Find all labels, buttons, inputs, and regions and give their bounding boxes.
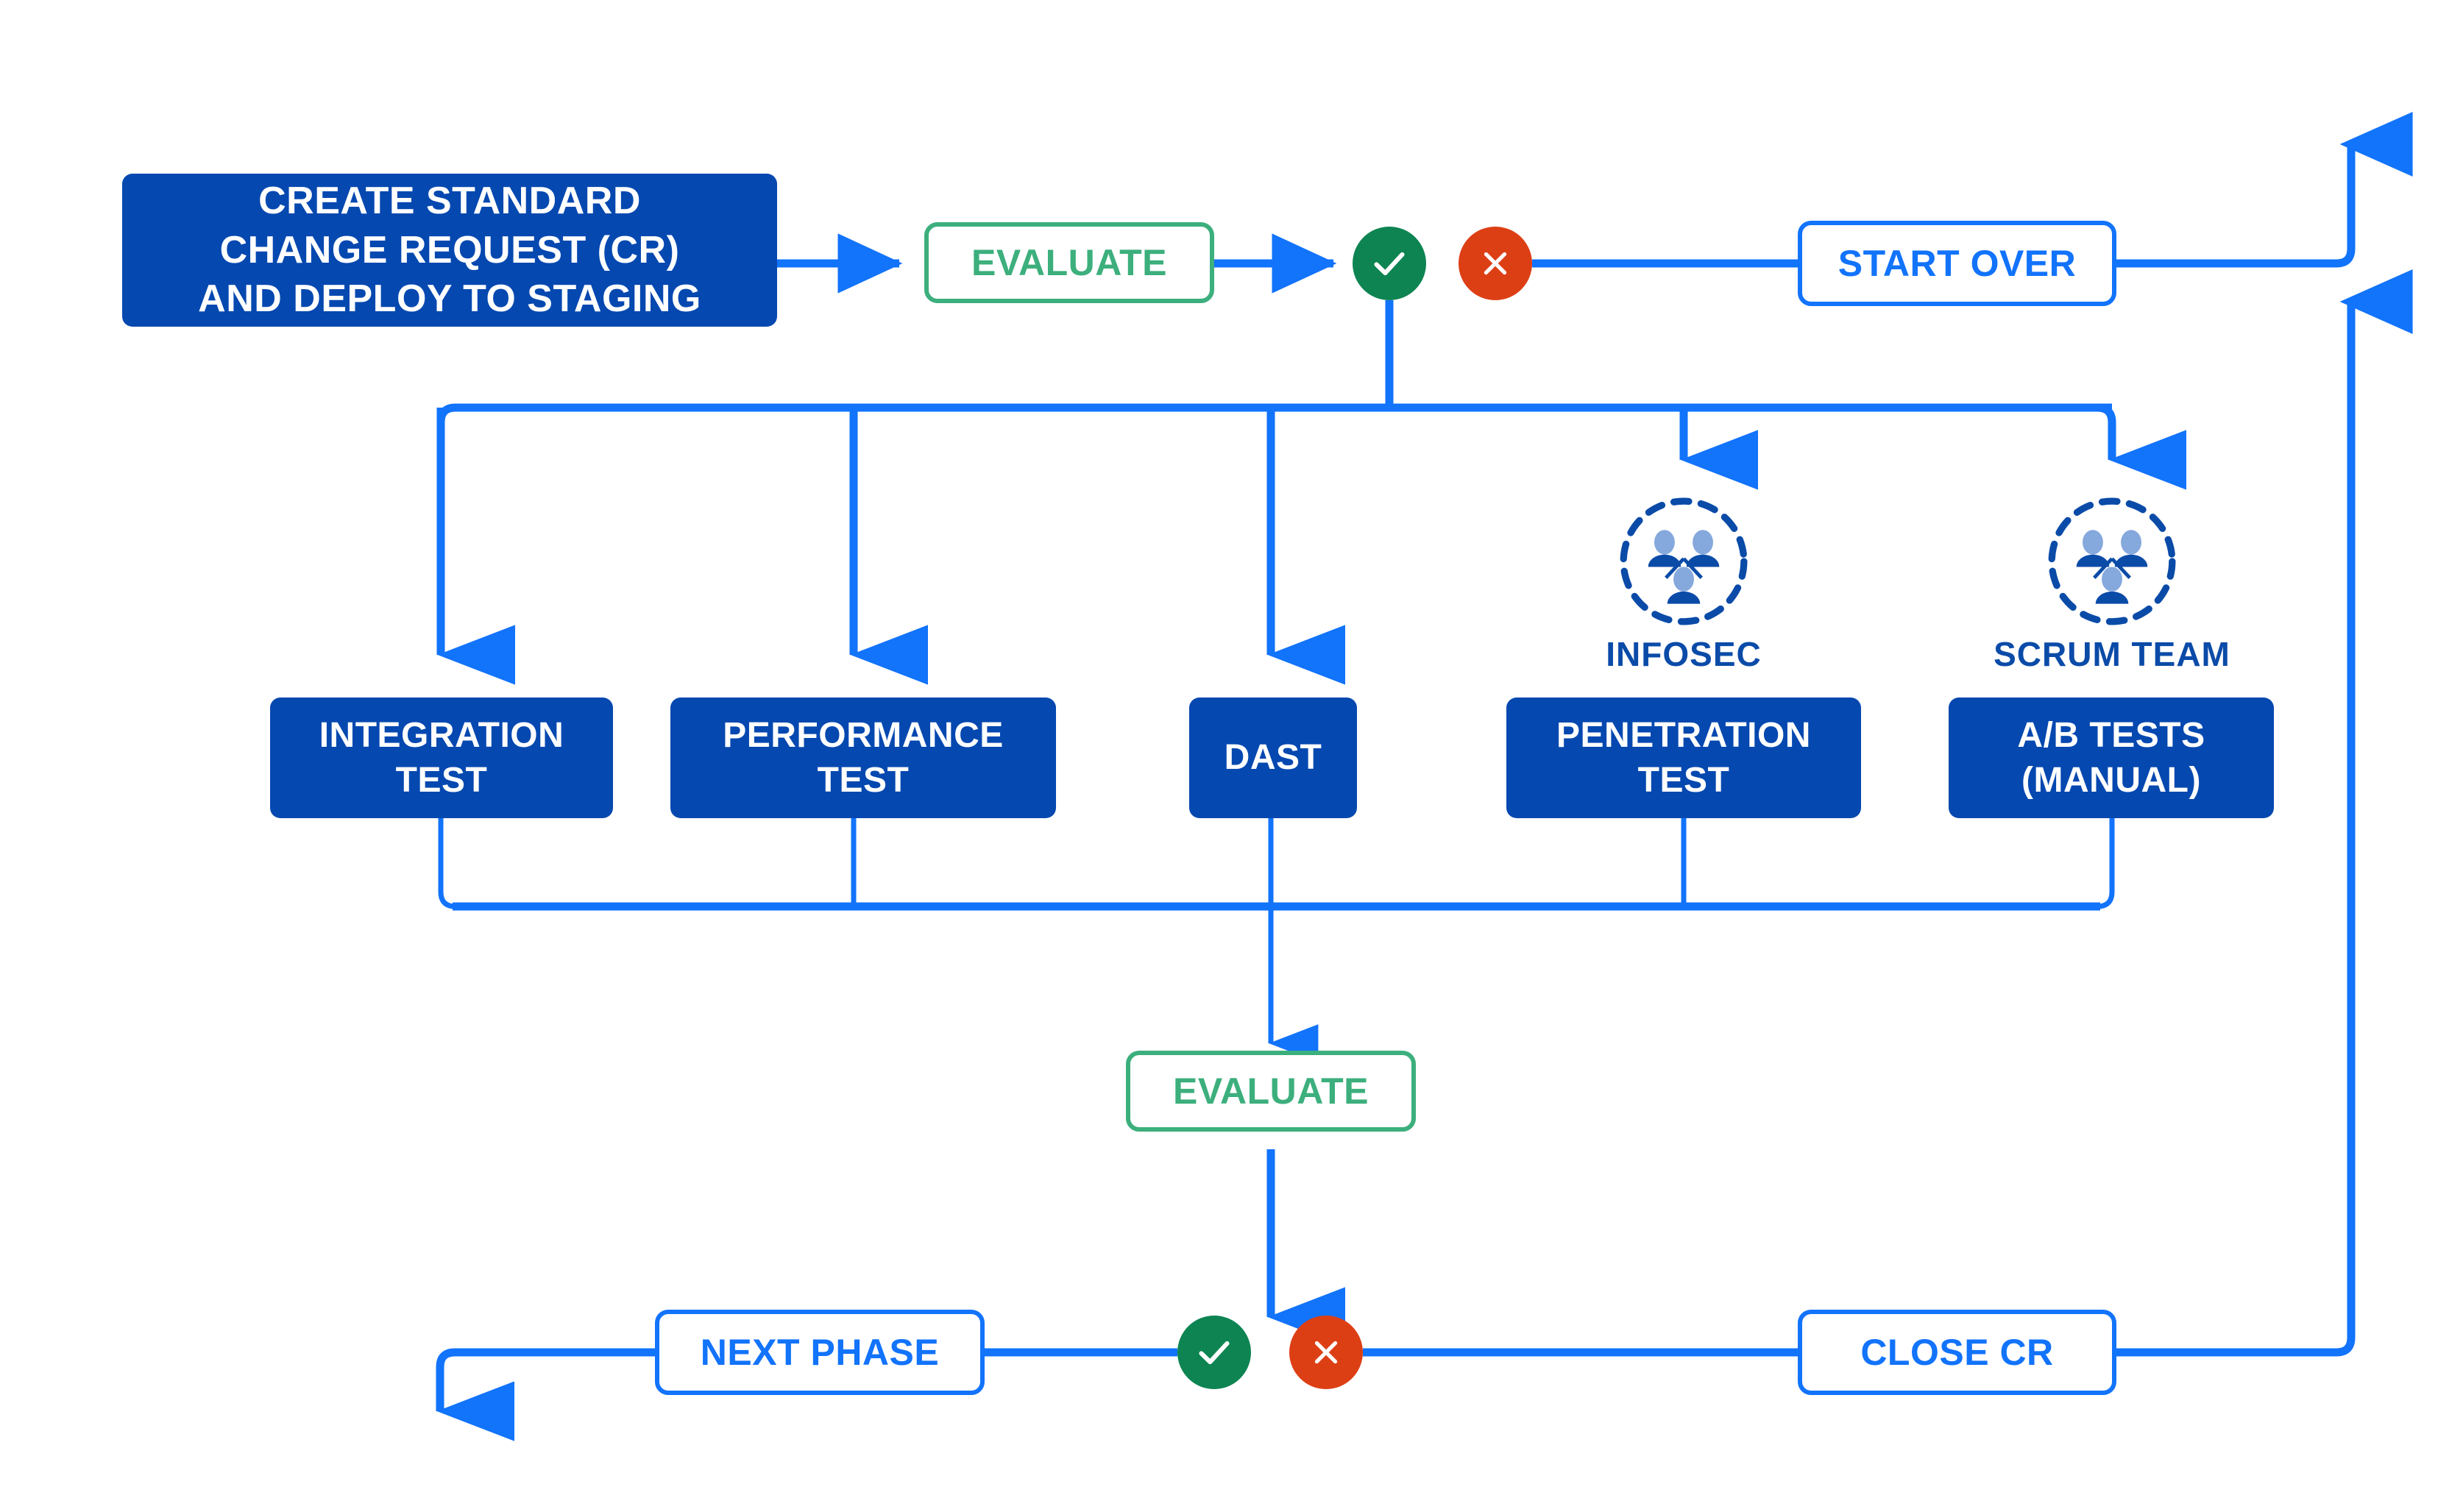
node-integration-test-label: INTEGRATION TEST [319, 715, 564, 800]
node-close-cr[interactable]: CLOSE CR [1798, 1310, 2116, 1395]
team-group-icon-infosec [1615, 493, 1752, 633]
node-penetration-test-label: PENETRATION TEST [1556, 715, 1811, 800]
connector-startover-loop-up [2116, 112, 2413, 268]
connector-abtests-down [2097, 818, 2115, 909]
group-label-infosec: INFOSEC [1606, 635, 1762, 673]
node-penetration-test[interactable]: PENETRATION TEST [1506, 698, 1861, 818]
node-close-cr-label: CLOSE CR [1860, 1332, 2054, 1373]
status-badge-pass-tests[interactable] [1177, 1316, 1251, 1389]
node-dast-label: DAST [1224, 738, 1322, 778]
connector-bus-to-scrumteam [2097, 403, 2187, 490]
node-performance-test[interactable]: PERFORMANCE TEST [670, 698, 1056, 818]
cross-icon [1314, 1341, 1338, 1364]
status-badge-pass-staging[interactable] [1353, 227, 1426, 300]
node-start-over[interactable]: START OVER [1798, 221, 2116, 306]
node-evaluate-staging[interactable]: EVALUATE [924, 222, 1214, 303]
node-evaluate-staging-label: EVALUATE [971, 242, 1168, 283]
connector-integration-down [438, 818, 456, 909]
connector-closecr-loop-up [2116, 269, 2413, 1357]
cross-icon [1484, 252, 1507, 275]
node-start-over-label: START OVER [1837, 243, 2077, 284]
group-label-scrum-team: SCRUM TEAM [1994, 635, 2230, 673]
status-badge-fail-staging[interactable] [1459, 227, 1532, 300]
node-ab-tests[interactable]: A/B TESTS (MANUAL) [1949, 698, 2274, 818]
node-performance-test-label: PERFORMANCE TEST [723, 715, 1004, 800]
check-icon [1199, 1341, 1230, 1365]
node-next-phase[interactable]: NEXT PHASE [655, 1310, 985, 1395]
team-group-icon-scrum [2044, 493, 2180, 633]
node-dast[interactable]: DAST [1189, 698, 1357, 818]
node-evaluate-tests[interactable]: EVALUATE [1126, 1051, 1416, 1132]
check-icon [1374, 252, 1405, 276]
node-integration-test[interactable]: INTEGRATION TEST [270, 698, 613, 818]
node-create-change-request[interactable]: CREATE STANDARD CHANGE REQUEST (CR) AND … [122, 174, 777, 327]
status-badge-fail-tests[interactable] [1289, 1316, 1363, 1389]
node-ab-tests-label: A/B TESTS (MANUAL) [2017, 715, 2205, 800]
node-create-change-request-label: CREATE STANDARD CHANGE REQUEST (CR) AND … [198, 180, 701, 321]
node-evaluate-tests-label: EVALUATE [1172, 1071, 1369, 1112]
node-next-phase-label: NEXT PHASE [700, 1332, 940, 1373]
connector-nextphase-exit [436, 1348, 655, 1441]
